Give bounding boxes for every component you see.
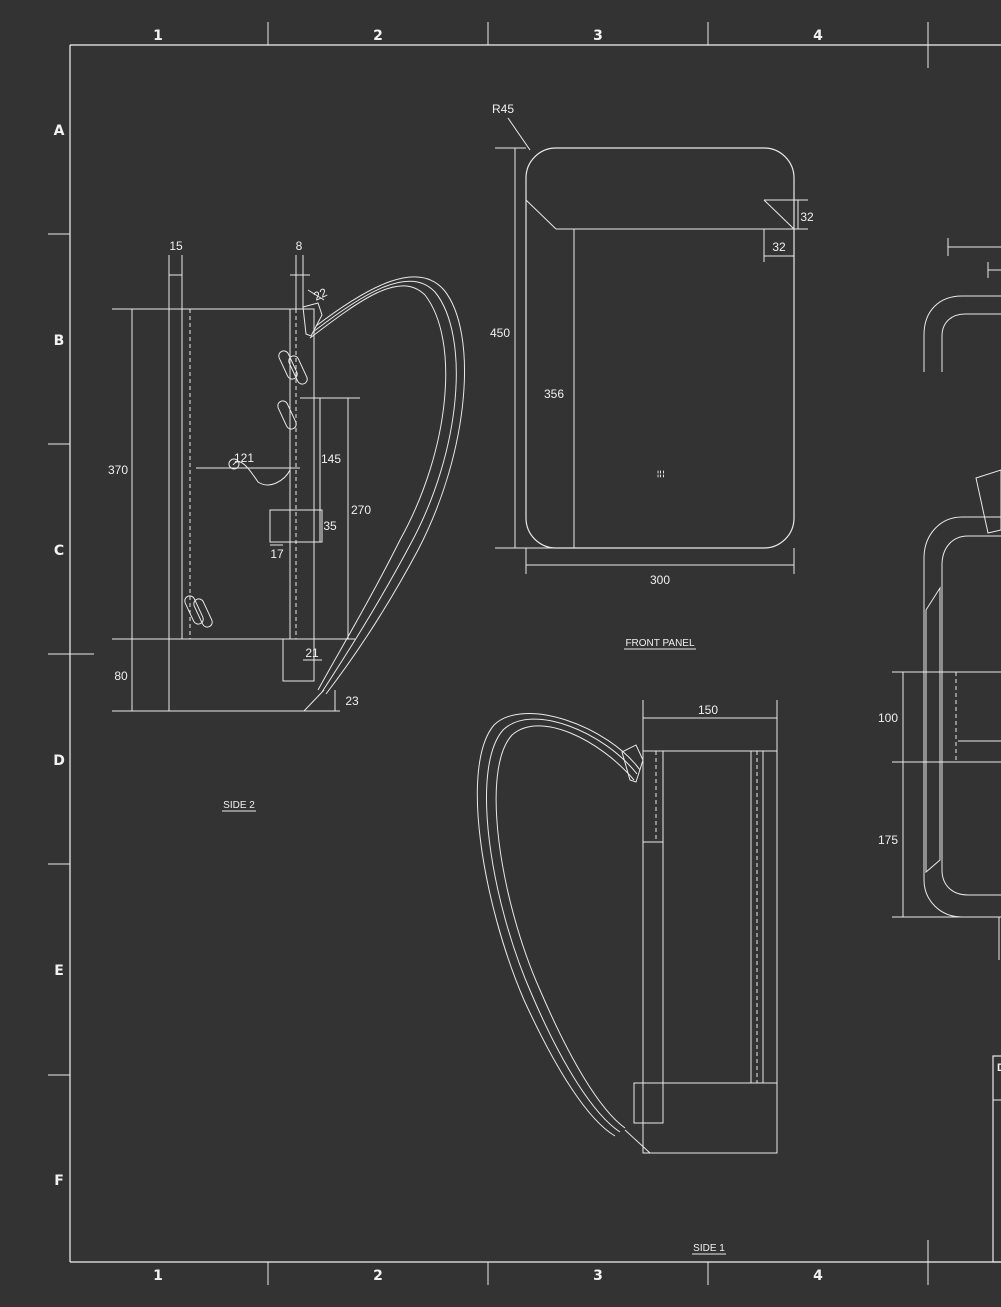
dim-100: 100 — [878, 711, 898, 725]
back-view-partial: 100 175 — [878, 238, 1001, 960]
dim-32-horizontal: 32 — [772, 240, 786, 254]
row-label: C — [54, 543, 64, 559]
row-label: A — [54, 123, 65, 139]
row-label: F — [54, 1173, 64, 1189]
column-label: 1 — [153, 1268, 163, 1284]
dim-32-vertical: 32 — [800, 210, 814, 224]
dim-15: 15 — [169, 239, 183, 253]
row-label: D — [53, 753, 65, 769]
dim-r45: R45 — [492, 102, 514, 116]
front-panel-caption: FRONT PANEL — [625, 638, 695, 649]
dim-370: 370 — [108, 463, 128, 477]
row-label: B — [54, 333, 65, 349]
column-label: 2 — [373, 28, 383, 44]
column-label: 2 — [373, 1268, 383, 1284]
title-block-partial: D — [992, 1055, 1001, 1263]
row-label: E — [54, 963, 64, 979]
column-label: 4 — [813, 1268, 823, 1284]
side2-caption: SIDE 2 — [223, 800, 255, 811]
drawing-frame — [48, 22, 1001, 1285]
side1-view: 150 SIDE 1 — [476, 700, 778, 1255]
side1-caption: SIDE 1 — [693, 1243, 725, 1254]
dim-80: 80 — [114, 669, 128, 683]
dim-145: 145 — [321, 452, 341, 466]
front-panel-view: ☷ R45 32 32 450 356 300 FRONT PANEL — [490, 102, 814, 649]
dim-23: 23 — [345, 694, 359, 708]
dim-450: 450 — [490, 326, 510, 340]
column-label: 1 — [153, 28, 163, 44]
dim-300: 300 — [650, 573, 670, 587]
dim-356: 356 — [544, 387, 564, 401]
dim-22: 22 — [311, 285, 329, 303]
column-label: 3 — [593, 28, 603, 44]
title-block-letter: D — [997, 1062, 1001, 1074]
dim-8: 8 — [296, 239, 303, 253]
dim-35: 35 — [323, 519, 337, 533]
dim-270: 270 — [351, 503, 371, 517]
column-label: 3 — [593, 1268, 603, 1284]
dim-175: 175 — [878, 833, 898, 847]
row-labels: A B C D E F — [53, 123, 65, 1189]
column-labels-top: 1 2 3 4 — [153, 28, 823, 44]
column-label: 4 — [813, 28, 823, 44]
dim-21: 21 — [305, 646, 319, 660]
dim-150: 150 — [698, 703, 718, 717]
dim-121: 121 — [234, 451, 254, 465]
column-labels-bottom: 1 2 3 4 — [153, 1268, 823, 1284]
front-logo-icon: ☷ — [656, 470, 666, 478]
side2-view: 15 8 22 370 121 145 270 35 17 21 80 23 S… — [108, 239, 465, 811]
dim-17: 17 — [270, 547, 284, 561]
